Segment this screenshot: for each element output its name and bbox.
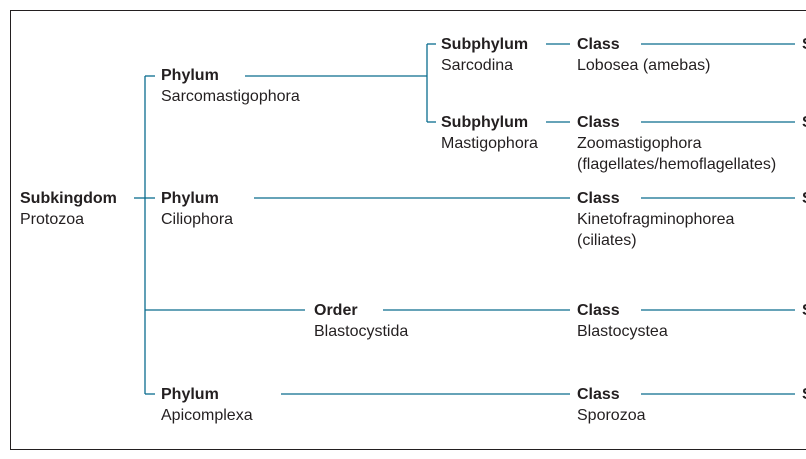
node-phylum-apicomplexa: Phylum Apicomplexa: [161, 384, 253, 426]
taxon-label: Ciliophora: [161, 211, 234, 228]
node-class-kinetofragminophorea: Class Kinetofragminophorea (ciliates): [577, 188, 734, 251]
node-class-blastocystea: Class Blastocystea: [577, 300, 668, 342]
taxon-label: Blastocystea: [577, 323, 668, 340]
taxon-note: (flagellates/hemoflagellates): [577, 156, 777, 173]
taxon-label: Kinetofragminophorea: [577, 211, 735, 228]
taxon-label: Sarcomastigophora: [161, 88, 300, 105]
cutoff-letter: S: [802, 300, 806, 321]
node-class-lobosea: Class Lobosea (amebas): [577, 34, 710, 76]
taxon-label: Protozoa: [20, 211, 85, 228]
cutoff-letter: S: [802, 188, 806, 209]
node-class-sporozoa: Class Sporozoa: [577, 384, 646, 426]
node-phylum-ciliophora: Phylum Ciliophora: [161, 188, 233, 230]
node-subkingdom: Subkingdom Protozoa: [20, 188, 117, 230]
rank-label: Class: [577, 302, 620, 319]
rank-label: Phylum: [161, 386, 219, 403]
cutoff-letter: S: [802, 34, 806, 55]
taxon-label: Sporozoa: [577, 407, 646, 424]
rank-label: Class: [577, 386, 620, 403]
rank-label: Subphylum: [441, 114, 529, 131]
rank-label: Subphylum: [441, 36, 529, 53]
cutoff-letter: S: [802, 384, 806, 405]
rank-label: Phylum: [161, 190, 219, 207]
taxon-label: Sarcodina: [441, 57, 514, 74]
node-order-blastocystida: Order Blastocystida: [314, 300, 408, 342]
diagram-frame: [10, 10, 806, 450]
node-class-zoomastigophora: Class Zoomastigophora (flagellates/hemof…: [577, 112, 776, 175]
cutoff-letter: S: [802, 112, 806, 133]
taxon-label: Blastocystida: [314, 323, 409, 340]
taxon-label: Lobosea (amebas): [577, 57, 711, 74]
taxon-label: Zoomastigophora: [577, 135, 702, 152]
node-subphylum-sarcodina: Subphylum Sarcodina: [441, 34, 528, 76]
rank-label: Class: [577, 190, 620, 207]
taxon-label: Mastigophora: [441, 135, 538, 152]
taxon-note: (ciliates): [577, 232, 637, 249]
taxon-label: Apicomplexa: [161, 407, 253, 424]
rank-label: Phylum: [161, 67, 219, 84]
node-phylum-sarcomastigophora: Phylum Sarcomastigophora: [161, 65, 300, 107]
rank-label: Subkingdom: [20, 190, 117, 207]
node-subphylum-mastigophora: Subphylum Mastigophora: [441, 112, 538, 154]
rank-label: Order: [314, 302, 358, 319]
rank-label: Class: [577, 36, 620, 53]
rank-label: Class: [577, 114, 620, 131]
